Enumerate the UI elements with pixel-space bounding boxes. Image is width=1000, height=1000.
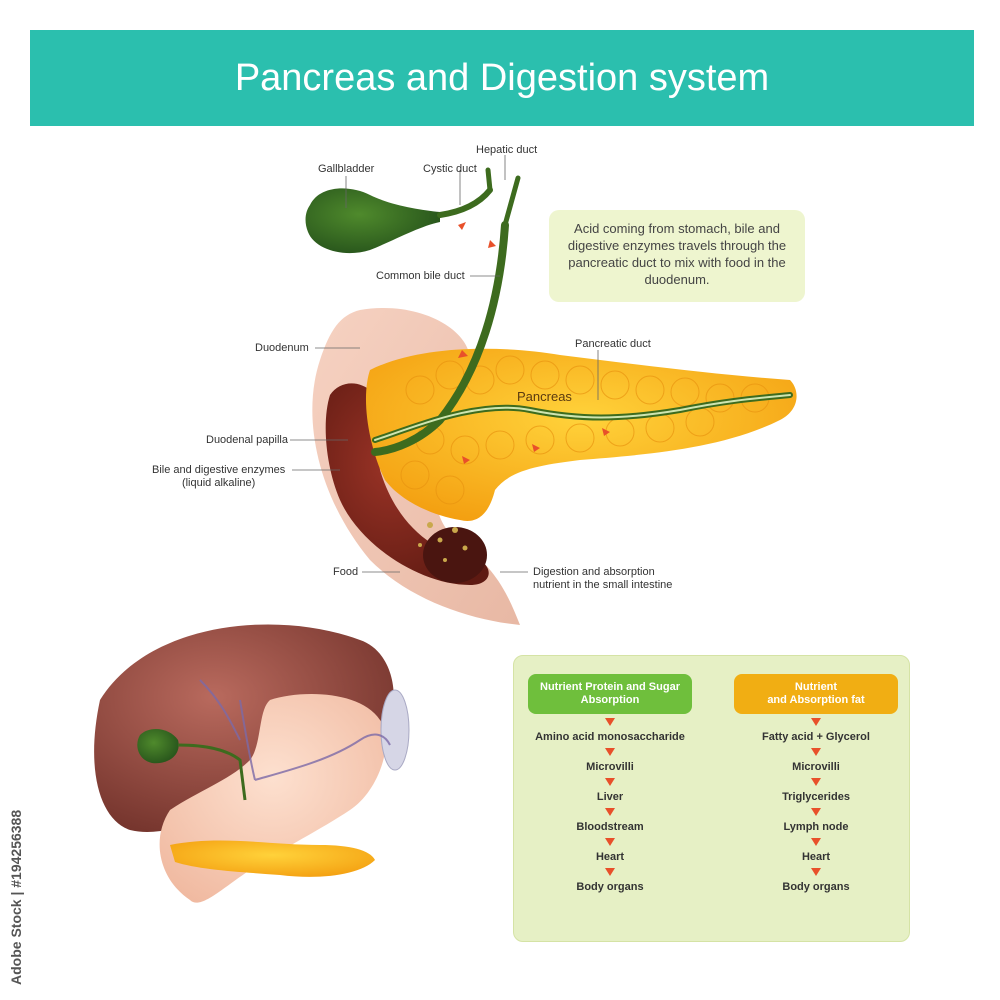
label-hepatic-duct: Hepatic duct <box>476 144 538 156</box>
label-bile-enzymes: Bile and digestive enzymes (liquid alkal… <box>152 464 285 490</box>
absorption-panel: Nutrient Protein and Sugar Absorption Am… <box>513 655 910 942</box>
down-arrow-icon <box>605 748 615 756</box>
abdominal-organs-illustration <box>94 624 410 903</box>
fat-header-line1: Nutrient <box>794 681 838 693</box>
protein-sugar-column: Nutrient Protein and Sugar Absorption Am… <box>528 674 692 894</box>
down-arrow-icon <box>811 838 821 846</box>
label-pancreas: Pancreas <box>517 389 572 404</box>
down-arrow-icon <box>811 778 821 786</box>
protein-sugar-header: Nutrient Protein and Sugar Absorption <box>528 674 692 714</box>
label-duodenum: Duodenum <box>255 342 309 354</box>
label-pancreatic-duct: Pancreatic duct <box>575 338 651 350</box>
fat-header: Nutrient and Absorption fat <box>734 674 898 714</box>
info-callout: Acid coming from stomach, bile and diges… <box>549 210 805 302</box>
left-step: Amino acid monosaccharide <box>535 731 685 743</box>
right-step: Fatty acid + Glycerol <box>762 731 870 743</box>
left-step: Bloodstream <box>576 821 644 833</box>
left-step: Liver <box>596 791 624 803</box>
label-digestion-line1: Digestion and absorption <box>533 566 655 578</box>
stock-credit: Adobe Stock | #194256388 <box>8 809 24 985</box>
label-common-bile-duct: Common bile duct <box>376 270 465 282</box>
fat-header-line2: and Absorption fat <box>767 694 865 706</box>
left-step: Body organs <box>576 881 644 893</box>
gallbladder-shape <box>305 188 440 254</box>
right-step: Triglycerides <box>782 791 850 803</box>
label-food: Food <box>333 566 359 578</box>
right-step: Body organs <box>782 881 850 893</box>
label-cystic-duct: Cystic duct <box>423 163 477 175</box>
food-particles <box>418 522 468 562</box>
down-arrow-icon <box>811 718 821 726</box>
down-arrow-icon <box>605 838 615 846</box>
right-step: Microvilli <box>792 761 840 773</box>
label-bile-enzymes-line2: (liquid alkaline) <box>181 477 256 489</box>
left-step: Heart <box>595 851 625 863</box>
page-title: Pancreas and Digestion system <box>234 56 770 99</box>
fat-column: Nutrient and Absorption fat Fatty acid +… <box>734 674 898 894</box>
flow-arrows <box>458 222 610 464</box>
label-gallbladder: Gallbladder <box>318 163 375 175</box>
right-step: Heart <box>801 851 831 863</box>
down-arrow-icon <box>605 808 615 816</box>
label-digestion-line2: nutrient in the small intestine <box>533 579 673 591</box>
down-arrow-icon <box>811 748 821 756</box>
left-step: Microvilli <box>586 761 634 773</box>
label-digestion: Digestion and absorption nutrient in the… <box>533 566 672 592</box>
down-arrow-icon <box>605 868 615 876</box>
leader-lines <box>290 155 599 573</box>
down-arrow-icon <box>811 868 821 876</box>
down-arrow-icon <box>811 808 821 816</box>
title-banner: Pancreas and Digestion system <box>30 30 974 126</box>
duct-system <box>371 167 793 456</box>
label-bile-enzymes-line1: Bile and digestive enzymes <box>152 464 286 476</box>
label-duodenal-papilla: Duodenal papilla <box>206 434 288 446</box>
right-step: Lymph node <box>783 821 849 833</box>
down-arrow-icon <box>605 778 615 786</box>
pancreas-shape <box>365 348 797 521</box>
down-arrow-icon <box>605 718 615 726</box>
